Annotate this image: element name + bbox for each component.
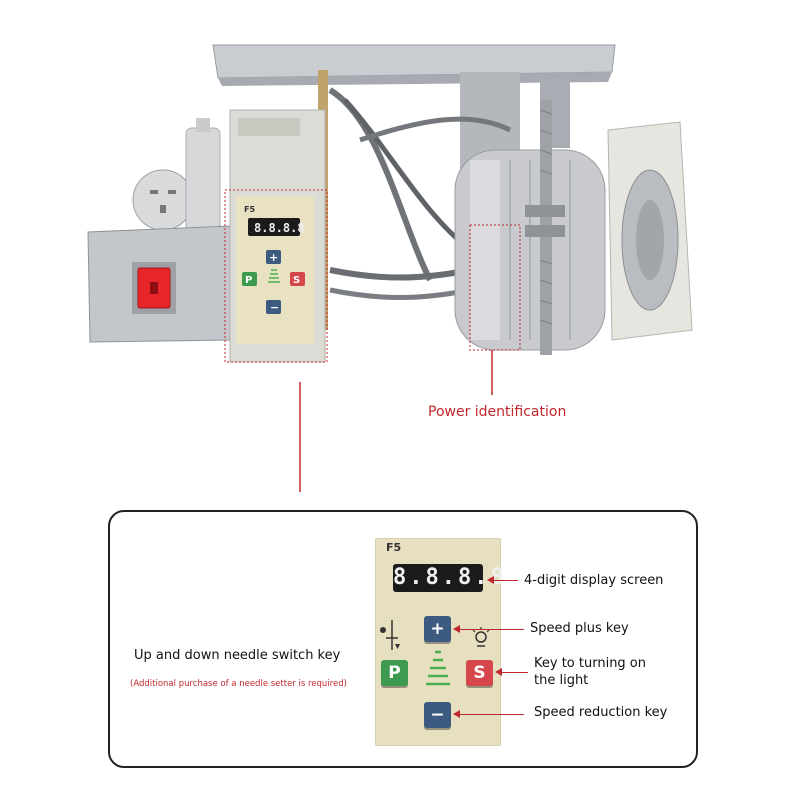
needle-icon (380, 620, 400, 650)
display-leader (494, 580, 518, 581)
panel-highlight-box (224, 189, 328, 363)
light-leader (502, 672, 528, 673)
power-identification-callout: Power identification (428, 404, 567, 420)
svg-text:S: S (293, 275, 300, 286)
speed-level-icon (426, 650, 450, 686)
svg-text:8.8.8.8: 8.8.8.8 (254, 221, 305, 235)
svg-text:F5: F5 (244, 205, 255, 214)
model-label: F5 (386, 541, 402, 554)
speed-plus-key[interactable]: + (424, 616, 451, 642)
light-arrow (495, 668, 502, 676)
display-arrow (487, 576, 494, 584)
display-label: 4-digit display screen (524, 573, 664, 588)
speed-reduction-key[interactable]: − (424, 702, 451, 728)
speed-plus-label: Speed plus key (530, 621, 629, 636)
needle-note-label: (Additional purchase of a needle setter … (130, 679, 347, 689)
light-label-line1: Key to turning on (534, 656, 647, 671)
needle-switch-key[interactable]: P (381, 660, 408, 686)
svg-text:−: − (270, 301, 279, 314)
digit-display: 8.8.8.8 (393, 564, 507, 592)
speed-reduction-leader (460, 714, 524, 715)
needle-switch-label: Up and down needle switch key (134, 648, 341, 663)
svg-text:P: P (245, 275, 252, 286)
light-label-line2: the light (534, 673, 589, 688)
speed-reduction-arrow (453, 710, 460, 718)
power-id-highlight-box (469, 224, 521, 351)
speed-plus-arrow (453, 625, 460, 633)
lamp-icon (472, 627, 490, 647)
speed-plus-leader (460, 629, 524, 630)
motor-illustration: F5 8.8.8.8 + P S − (87, 44, 693, 492)
speed-reduction-label: Speed reduction key (534, 705, 668, 720)
light-key[interactable]: S (466, 660, 493, 686)
svg-text:+: + (269, 251, 278, 264)
power-plug (132, 169, 194, 231)
